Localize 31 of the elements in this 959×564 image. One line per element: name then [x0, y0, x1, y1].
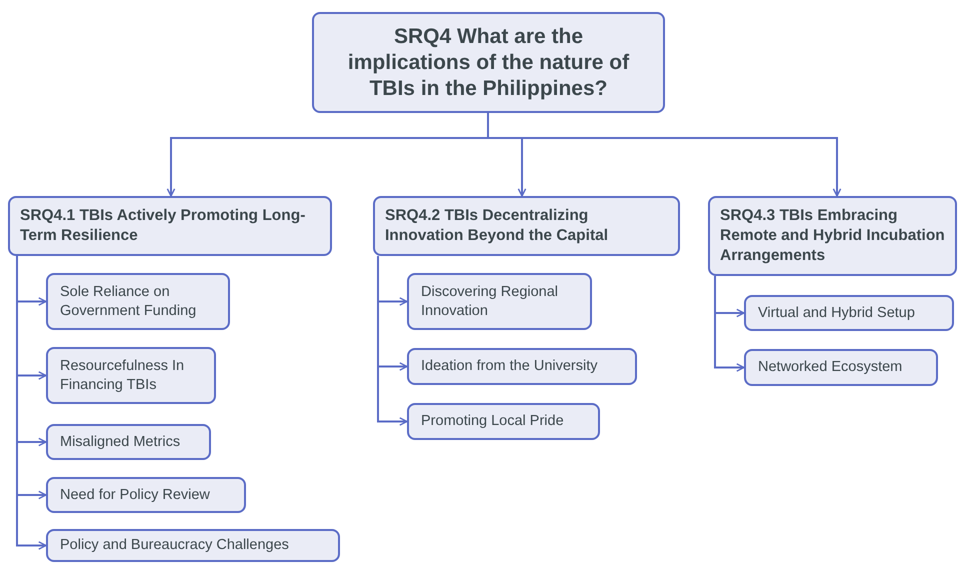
theme-box: [373, 196, 680, 256]
box-text: Ideation from the University: [421, 357, 598, 376]
arrow: [16, 256, 47, 550]
box: [407, 348, 637, 385]
box-text: Policy and Bureaucracy Challenges: [60, 536, 289, 555]
box: [46, 424, 211, 460]
box: [46, 477, 246, 513]
box: [407, 273, 592, 330]
question-box: [312, 12, 665, 113]
arrow: [714, 276, 745, 372]
box-text: Misaligned Metrics: [60, 432, 180, 452]
theme-box: [8, 196, 332, 256]
box-text: Need for Policy Review: [60, 486, 210, 504]
box-text: SRQ4 What are the implications of the nature of TBIs in the Philippines?: [346, 24, 630, 102]
box-text: Sole Reliance on Government Funding: [60, 282, 198, 320]
theme-box: [708, 196, 957, 276]
box: [407, 403, 600, 440]
arrow: [377, 256, 408, 426]
box-text: SRQ4.2 TBIs Decentralizing Innovation Beyond the Capital: [385, 206, 610, 246]
box-text: Discovering Regional Innovation: [421, 282, 560, 320]
box-text: Virtual and Hybrid Setup: [758, 304, 915, 322]
box: [46, 273, 230, 330]
box-text: Resourcefulness In Financing TBIs: [60, 356, 186, 394]
box: [744, 349, 938, 386]
box-text: Promoting Local Pride: [421, 412, 564, 431]
box-text: Networked Ecosystem: [758, 358, 902, 377]
box: [46, 529, 340, 562]
box-text: SRQ4.3 TBIs Embracing Remote and Hybrid Incubation Arrangements: [720, 206, 945, 266]
box: [744, 295, 954, 331]
box: [46, 347, 216, 404]
box-text: SRQ4.1 TBIs Actively Promoting Long-Term Resilience: [20, 206, 306, 246]
